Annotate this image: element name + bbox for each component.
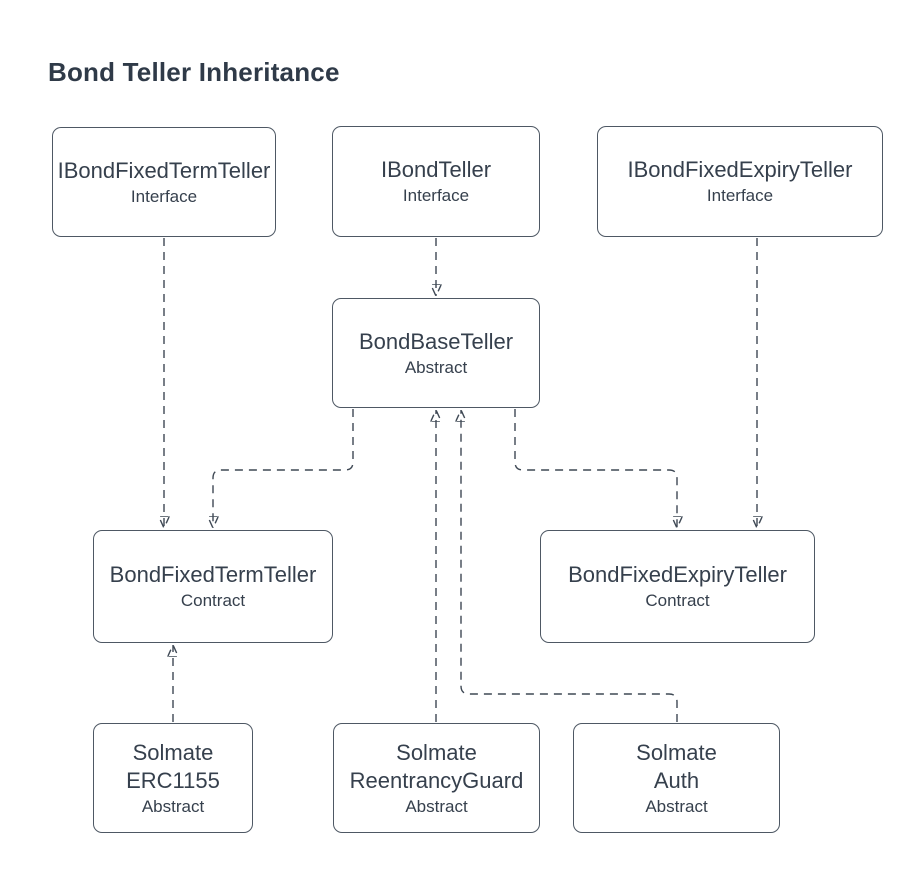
node-label: Solmate ERC1155 bbox=[126, 739, 220, 793]
diagram-title: Bond Teller Inheritance bbox=[48, 57, 340, 87]
edge-solmateauth-to-bondbaseteller bbox=[461, 410, 678, 722]
node-label: BondFixedTermTeller bbox=[109, 562, 317, 587]
node-ibond-fixed-term-teller: IBondFixedTermTeller Interface bbox=[52, 127, 276, 237]
node-solmate-reentrancy-guard: Solmate ReentrancyGuard Abstract bbox=[333, 723, 540, 833]
node-label: Solmate ReentrancyGuard bbox=[349, 739, 524, 793]
node-stereotype: Interface bbox=[130, 186, 198, 206]
node-ibond-teller: IBondTeller Interface bbox=[332, 126, 540, 237]
node-label: IBondFixedTermTeller bbox=[57, 157, 271, 183]
node-stereotype: Abstract bbox=[405, 796, 468, 816]
edge-bondbaseteller-to-bondfixedtermteller bbox=[213, 409, 354, 528]
node-label: BondBaseTeller bbox=[358, 328, 514, 354]
node-label: Solmate Auth bbox=[636, 739, 717, 793]
node-stereotype: Contract bbox=[180, 591, 246, 610]
edge-bondbaseteller-to-bondfixedexpiryteller bbox=[514, 409, 677, 528]
node-bond-base-teller: BondBaseTeller Abstract bbox=[332, 298, 540, 408]
node-label: BondFixedExpiryTeller bbox=[568, 562, 787, 587]
node-label: IBondFixedExpiryTeller bbox=[627, 157, 853, 182]
node-label: IBondTeller bbox=[380, 157, 492, 182]
node-stereotype: Abstract bbox=[404, 357, 468, 377]
node-stereotype: Interface bbox=[402, 186, 470, 205]
node-solmate-erc1155: Solmate ERC1155 Abstract bbox=[93, 723, 253, 833]
node-bond-fixed-expiry-teller: BondFixedExpiryTeller Contract bbox=[540, 530, 815, 643]
node-stereotype: Abstract bbox=[141, 796, 205, 816]
node-stereotype: Interface bbox=[706, 186, 774, 205]
node-solmate-auth: Solmate Auth Abstract bbox=[573, 723, 780, 833]
node-bond-fixed-term-teller: BondFixedTermTeller Contract bbox=[93, 530, 333, 643]
node-stereotype: Abstract bbox=[645, 796, 708, 816]
node-ibond-fixed-expiry-teller: IBondFixedExpiryTeller Interface bbox=[597, 126, 883, 237]
node-stereotype: Contract bbox=[645, 591, 710, 610]
